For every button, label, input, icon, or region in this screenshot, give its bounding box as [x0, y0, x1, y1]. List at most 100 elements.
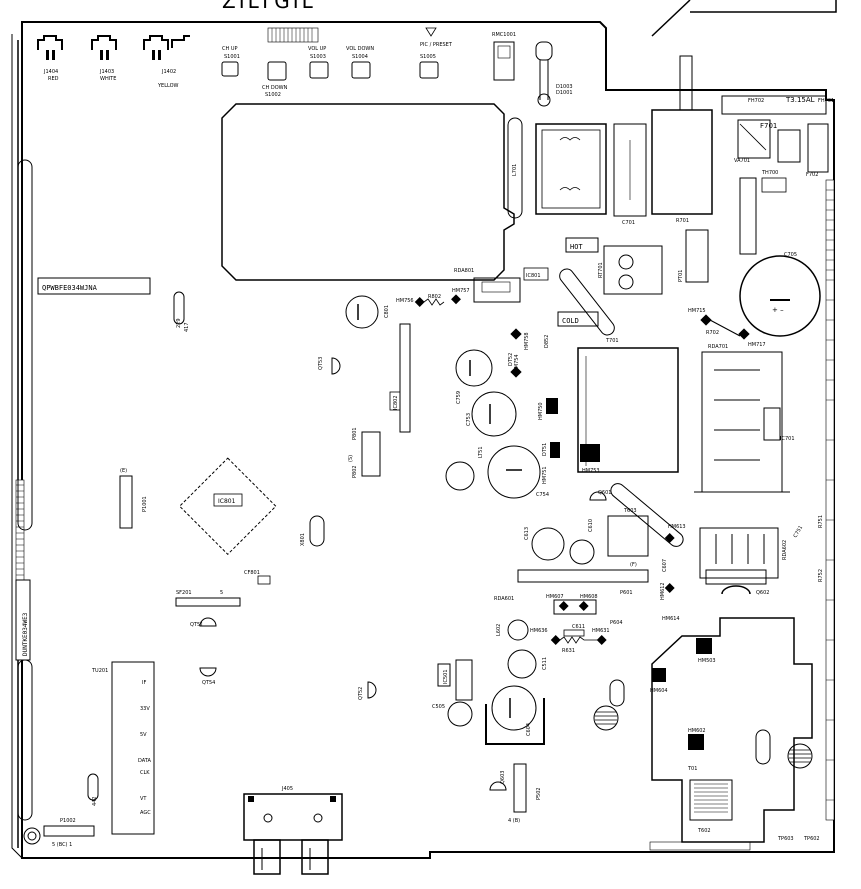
capacitor-c610: C610 — [569, 519, 595, 565]
label-hm614: HM614 — [662, 616, 680, 622]
label-dt52: DT52 — [508, 353, 514, 366]
label-hm604: HM604 — [650, 688, 668, 694]
svg-text:VOL DOWN: VOL DOWN — [346, 46, 374, 52]
svg-text:P502: P502 — [536, 787, 542, 800]
svg-text:HM750: HM750 — [538, 402, 544, 420]
jumper-hm602 — [688, 734, 704, 750]
svg-text:Q602: Q602 — [756, 590, 769, 596]
svg-text:DATA: DATA — [138, 758, 151, 764]
hot-label: HOT — [570, 243, 583, 251]
capacitor-c753: C753 — [466, 391, 517, 437]
label-r752: R752 — [818, 569, 824, 582]
svg-text:F701: F701 — [760, 122, 777, 130]
heatsink-q602: Q602 RDA602 — [699, 527, 788, 596]
capacitor-c705: C705 + – — [739, 177, 821, 337]
crystal-x801: X801 — [300, 515, 325, 547]
connector-p502: P502 4 (B) — [508, 763, 542, 824]
edge-strip-bottom — [649, 841, 751, 851]
posistor-pt01: PT01 — [678, 229, 709, 283]
svg-text:IC501: IC501 — [443, 669, 449, 684]
side-code-box — [15, 579, 31, 661]
svg-text:T701: T701 — [605, 338, 619, 344]
transformer-t602: T602 — [689, 779, 733, 834]
svg-text:HM756: HM756 — [396, 298, 414, 304]
av-jack-j1403: J1403 WHITE — [91, 35, 117, 82]
resistor-r631: HM636 HM631 R631 — [530, 628, 610, 654]
svg-text:T602: T602 — [697, 828, 711, 834]
svg-text:CH DOWN: CH DOWN — [262, 85, 288, 91]
svg-text:C604: C604 — [526, 723, 532, 736]
edge-strip-right — [825, 179, 835, 821]
slot-hm604 — [609, 679, 625, 707]
svg-text:QT53: QT53 — [318, 357, 324, 370]
jack-color-j1403: WHITE — [100, 76, 116, 82]
svg-text:S1003: S1003 — [310, 54, 326, 60]
svg-text:D1001: D1001 — [556, 90, 573, 96]
slot-diagonal-2 — [610, 483, 684, 547]
label-hm754: HM754 — [514, 354, 520, 372]
mounting-slot-left-lower — [17, 659, 33, 821]
slot-c801 — [173, 291, 185, 325]
heatsink-ic701: RDA701 IC701 — [694, 344, 795, 493]
svg-text:5V: 5V — [140, 732, 147, 738]
edge-strip-top-hatch — [271, 28, 313, 42]
side-code: DUNTKE034WE3 — [22, 612, 29, 656]
svg-text:P1001: P1001 — [142, 496, 148, 512]
transformer-t701: T701 — [577, 338, 679, 473]
svg-text:P802: P802 — [352, 465, 358, 478]
slot-right — [755, 729, 771, 765]
svg-text:S1001: S1001 — [224, 54, 240, 60]
svg-text:(F): (F) — [630, 562, 637, 568]
label-t01: T01 — [687, 766, 697, 772]
svg-text:S1004: S1004 — [352, 54, 368, 60]
transistor-q601: Q601 T603 — [589, 490, 649, 557]
svg-text:FH701: FH701 — [818, 98, 834, 104]
jumper-hm715-r702: HM715 R702 HM717 — [688, 308, 766, 348]
capacitor-c705-polarity: + – — [772, 306, 784, 314]
board-outline-inner — [11, 34, 23, 859]
av-jack-j1402: J1402 YELLOW — [143, 35, 190, 89]
jack-ref-j1402: J1402 — [161, 69, 176, 75]
capacitor-c511: C511 — [507, 649, 548, 679]
resistor-r802: HM756 R802 HM757 — [396, 288, 470, 307]
svg-text:R631: R631 — [562, 648, 575, 654]
audio-jack-j405: J405 — [243, 786, 343, 875]
svg-text:T603: T603 — [623, 508, 637, 514]
jumper-hm754 — [510, 366, 522, 378]
transistor-qt53: QT53 — [318, 357, 341, 375]
svg-text:D1003: D1003 — [556, 84, 573, 90]
svg-text:IC801: IC801 — [218, 498, 236, 505]
svg-text:J405: J405 — [281, 786, 293, 792]
ic501-block: IC501 — [437, 659, 473, 701]
svg-text:RT701: RT701 — [598, 262, 604, 278]
svg-text:IC802: IC802 — [393, 395, 399, 410]
jack-ref-j1404: J1404 — [43, 69, 58, 75]
mounting-slot-left — [17, 159, 33, 531]
jack-color-j1402: YELLOW — [157, 83, 179, 89]
thermistor-rt701: RT701 — [598, 245, 663, 295]
svg-text:LT51: LT51 — [478, 446, 484, 458]
svg-text:C511: C511 — [542, 657, 548, 670]
svg-text:C759: C759 — [456, 391, 462, 404]
svg-text:C753: C753 — [466, 413, 472, 426]
svg-text:C705: C705 — [784, 252, 797, 258]
label-c751: C751 — [793, 525, 805, 539]
label-229: 229 — [176, 318, 182, 328]
switch-vol-down: VOL DOWN S1004 — [346, 46, 374, 79]
svg-text:C611: C611 — [572, 624, 585, 630]
svg-text:HM715: HM715 — [688, 308, 706, 314]
svg-text:C801: C801 — [384, 305, 390, 318]
svg-text:HM608: HM608 — [580, 594, 598, 600]
label-hm602: HM602 — [688, 728, 706, 734]
jumper-hm613 — [664, 533, 675, 543]
svg-text:IC801: IC801 — [526, 273, 541, 279]
svg-text:RDA601: RDA601 — [494, 596, 514, 602]
switch-vol-up: VOL UP S1003 — [308, 46, 329, 79]
svg-text:VT: VT — [140, 796, 147, 802]
connector-p802: P801 (S) P802 — [348, 427, 381, 478]
svg-text:P601: P601 — [620, 590, 633, 596]
svg-text:L701: L701 — [512, 164, 518, 176]
cold-label-box — [557, 311, 599, 327]
jack-ref-j1403: J1403 — [99, 69, 114, 75]
